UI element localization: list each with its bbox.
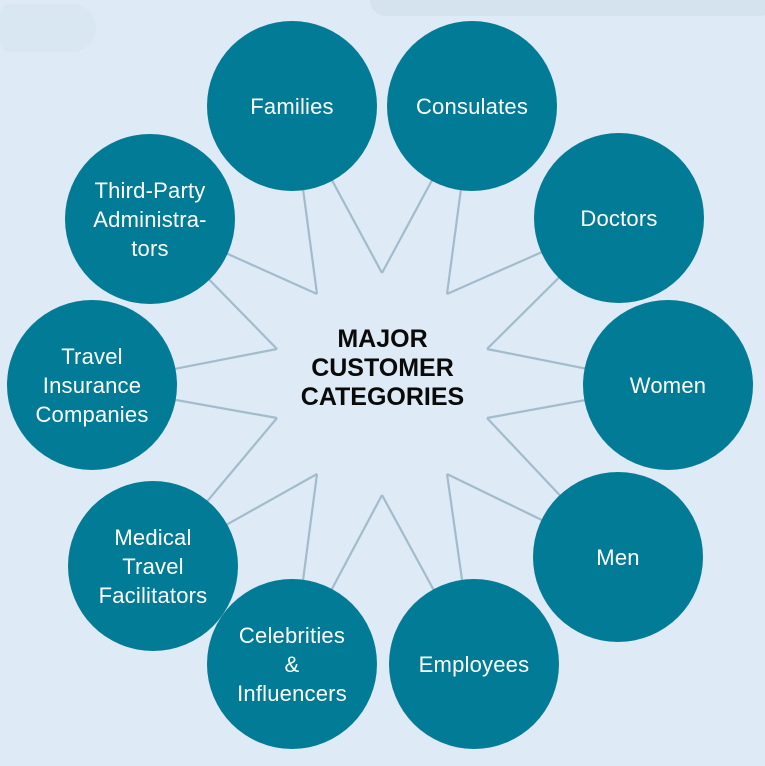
node-medical-travel-facilitators: Medical Travel Facilitators [68, 481, 238, 651]
background-decoration [0, 4, 96, 52]
node-employees: Employees [389, 579, 559, 749]
node-women: Women [583, 300, 753, 470]
node-families: Families [207, 21, 377, 191]
diagram-title: MAJOR CUSTOMER CATEGORIES [300, 325, 465, 411]
node-doctors: Doctors [534, 133, 704, 303]
node-men: Men [533, 472, 703, 642]
node-travel-insurance-companies: Travel Insurance Companies [7, 300, 177, 470]
node-third-party-administrators: Third-Party Administra- tors [65, 134, 235, 304]
background-decoration [370, 0, 765, 16]
node-celebrities-influencers: Celebrities & Influencers [207, 579, 377, 749]
node-consulates: Consulates [387, 21, 557, 191]
